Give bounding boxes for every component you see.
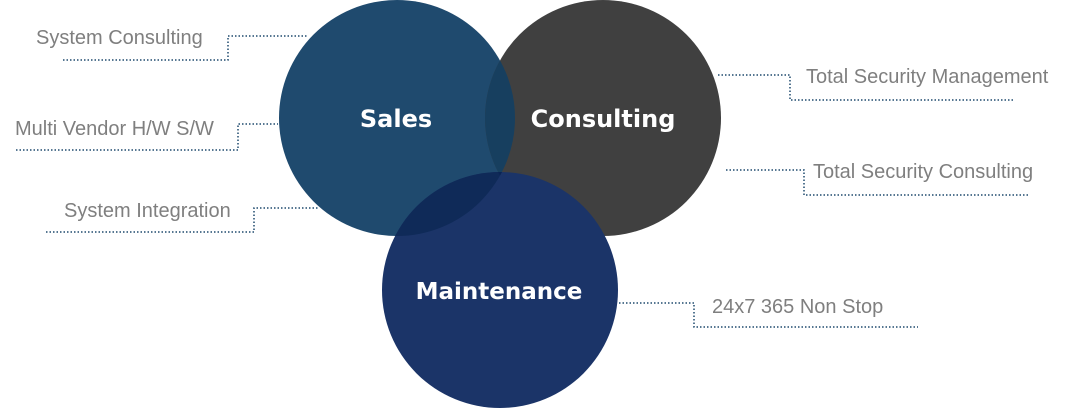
- system-integration-leader: [46, 207, 318, 233]
- total-security-management-leader: [718, 74, 1015, 101]
- total-security-consulting-leader: [726, 169, 1028, 196]
- multi-vendor-leader: [16, 123, 278, 151]
- non-stop-text: 24x7 365 Non Stop: [712, 296, 883, 318]
- sales-label: Sales: [360, 105, 432, 133]
- system-consulting-text: System Consulting: [36, 27, 203, 49]
- maintenance-label: Maintenance: [416, 279, 583, 305]
- system-consulting-leader: [63, 35, 308, 61]
- multi-vendor-text: Multi Vendor H/W S/W: [15, 118, 214, 140]
- total-security-management-text: Total Security Management: [806, 66, 1049, 88]
- sales-circle: [279, 0, 515, 236]
- consulting-circle: [485, 0, 721, 236]
- consulting-label: Consulting: [531, 105, 676, 133]
- maintenance-circle: [382, 172, 618, 408]
- system-integration-text: System Integration: [64, 200, 231, 222]
- total-security-consulting-text: Total Security Consulting: [813, 161, 1033, 183]
- non-stop-leader: [619, 302, 918, 328]
